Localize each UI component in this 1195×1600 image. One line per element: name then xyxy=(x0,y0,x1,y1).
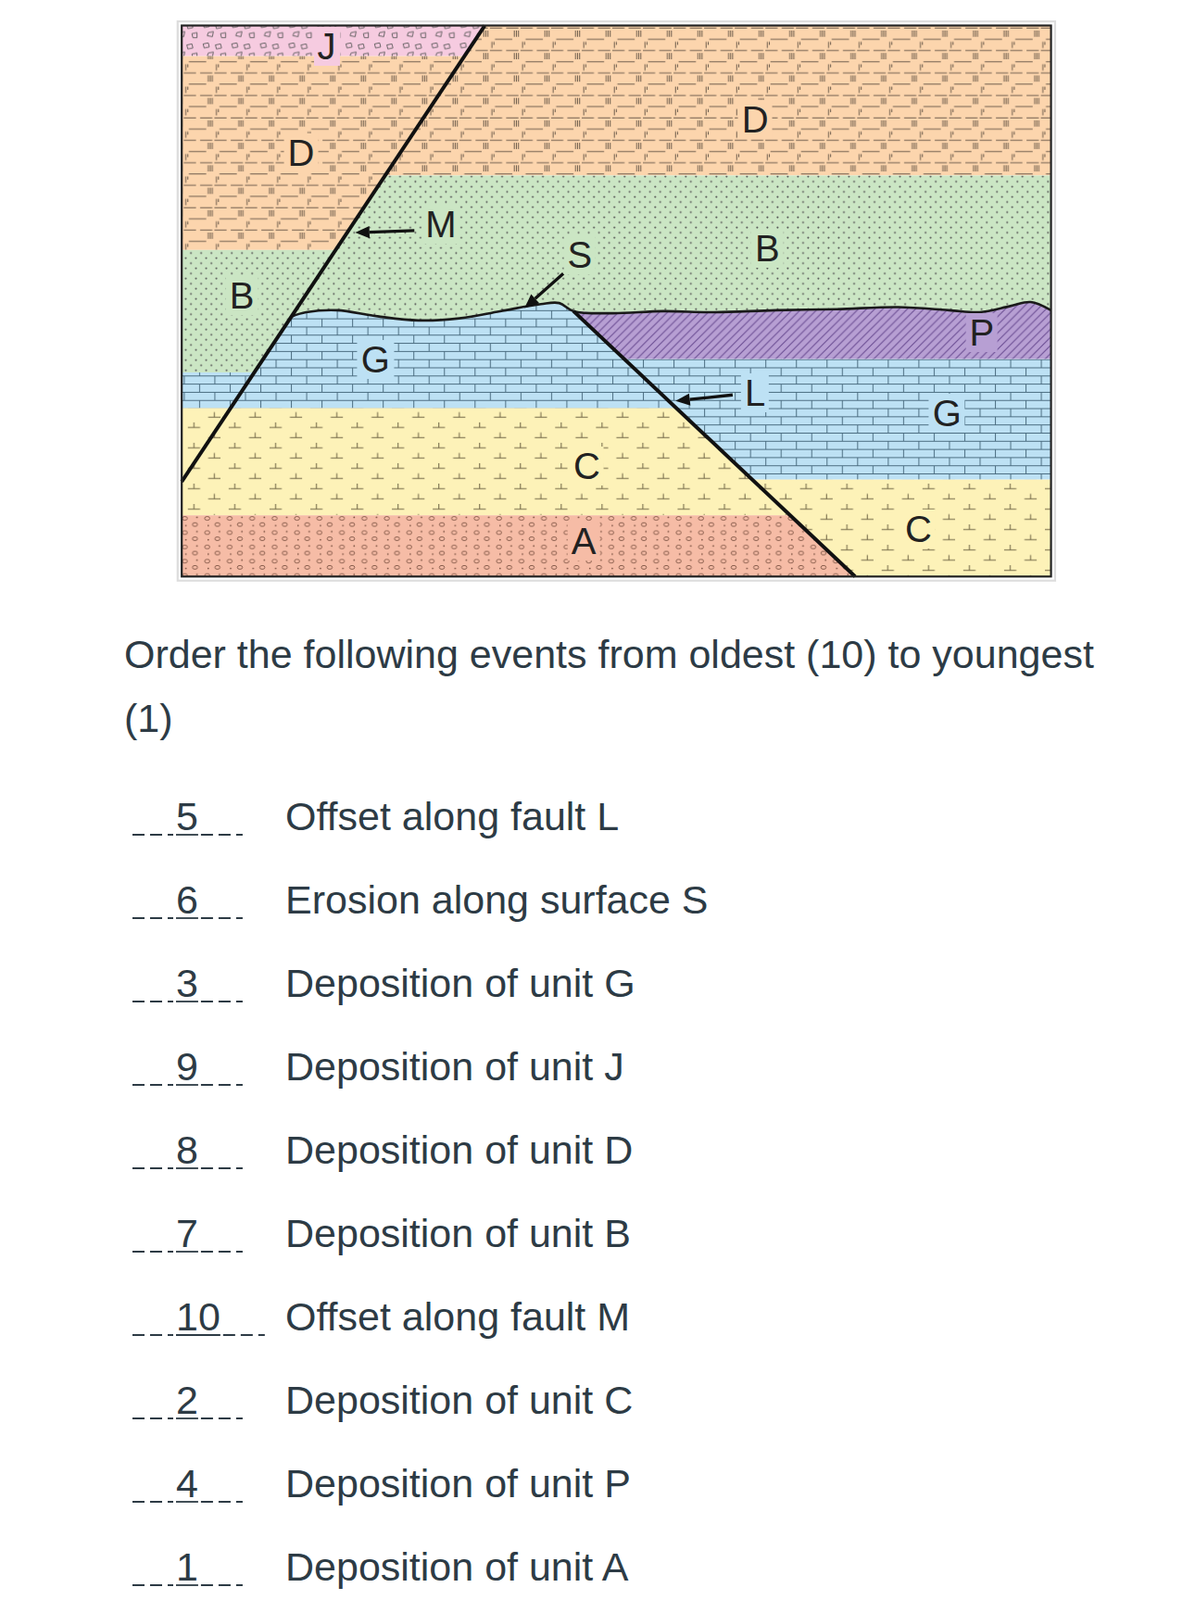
rock-layer xyxy=(181,25,1051,177)
leader-line xyxy=(535,273,564,299)
fault-line xyxy=(181,25,485,482)
event-text: Deposition of unit J xyxy=(285,1043,625,1090)
answer-underline xyxy=(223,1333,265,1336)
answer-underline xyxy=(132,1167,174,1170)
answer-underline xyxy=(201,833,243,836)
answer-underline xyxy=(201,1250,243,1253)
answer-underline xyxy=(201,1500,243,1503)
answer-underline xyxy=(132,1250,174,1253)
answer-underline xyxy=(132,1417,174,1420)
unit-label: G xyxy=(357,339,394,379)
unit-label: G xyxy=(929,393,966,433)
leader-line xyxy=(369,230,415,233)
leader-line xyxy=(690,394,733,400)
answer-number: 9 xyxy=(176,1043,199,1090)
rock-layer xyxy=(181,359,1051,480)
answer-underline xyxy=(132,1333,174,1336)
feature-label: M xyxy=(421,204,460,244)
fault-block xyxy=(181,290,1051,577)
event-text: Deposition of unit D xyxy=(285,1126,633,1173)
answer-number: 6 xyxy=(176,876,199,923)
arrow-head xyxy=(675,393,691,406)
outer-frame xyxy=(177,21,1056,581)
answer-number: 3 xyxy=(176,959,199,1007)
fault-block xyxy=(181,25,1051,338)
unit-label: A xyxy=(567,521,601,561)
answer-underline xyxy=(201,1167,243,1170)
unit-label: B xyxy=(751,228,784,268)
unconformity-line xyxy=(291,301,1051,321)
answer-underline xyxy=(201,1584,243,1586)
answer-underline xyxy=(132,1584,174,1586)
event-text: Offset along fault M xyxy=(285,1293,630,1340)
rock-layer xyxy=(181,290,1051,360)
answer-underline xyxy=(132,1500,174,1503)
feature-label: L xyxy=(741,373,769,413)
arrow-head xyxy=(354,226,370,239)
event-text: Deposition of unit G xyxy=(285,959,636,1007)
question-text: Order the following events from oldest (… xyxy=(124,622,1107,751)
answer-underline xyxy=(201,1000,243,1003)
answer-underline xyxy=(132,833,174,836)
event-text: Deposition of unit A xyxy=(285,1543,629,1590)
rock-layer xyxy=(181,479,1051,578)
event-text: Deposition of unit C xyxy=(285,1376,633,1423)
answer-number: 8 xyxy=(176,1126,199,1173)
answer-number: 10 xyxy=(176,1293,221,1340)
unit-label: D xyxy=(284,133,319,173)
unit-label: C xyxy=(901,509,936,549)
unit-label: C xyxy=(569,446,604,486)
unit-label: B xyxy=(226,276,259,315)
answer-underline xyxy=(201,1417,243,1420)
unit-label: P xyxy=(965,313,998,353)
event-text: Erosion along surface S xyxy=(285,876,709,923)
answer-underline xyxy=(201,917,243,919)
event-text: Deposition of unit B xyxy=(285,1209,631,1257)
answer-number: 1 xyxy=(176,1543,199,1590)
answer-number: 7 xyxy=(176,1209,199,1257)
event-text: Deposition of unit P xyxy=(285,1459,631,1507)
unit-label: J xyxy=(314,26,340,66)
answer-number: 4 xyxy=(176,1459,199,1507)
fault-block xyxy=(181,290,1051,577)
answer-underline xyxy=(132,917,174,919)
section-frame xyxy=(181,25,1051,578)
answer-number: 5 xyxy=(176,792,199,840)
event-text: Offset along fault L xyxy=(285,792,619,840)
unit-label: D xyxy=(738,100,773,139)
arrow-head xyxy=(524,293,540,308)
answer-underline xyxy=(132,1000,174,1003)
answer-underline xyxy=(132,1083,174,1086)
answer-underline xyxy=(201,1083,243,1086)
answer-number: 2 xyxy=(176,1376,199,1423)
feature-label: S xyxy=(563,235,596,275)
fault-line xyxy=(573,311,856,577)
